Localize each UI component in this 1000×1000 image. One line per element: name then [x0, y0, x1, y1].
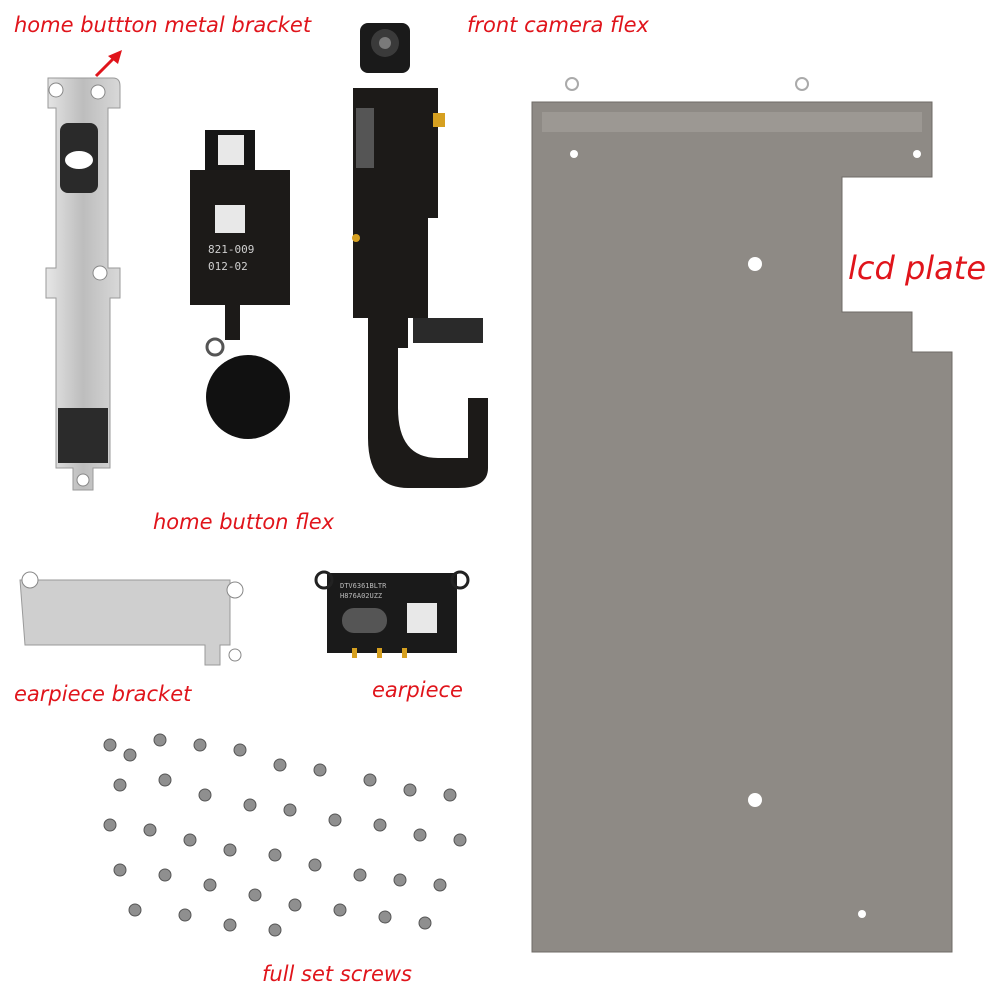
earpiece-bracket-image — [19, 571, 244, 666]
home-button-metal-bracket-image — [45, 77, 121, 491]
earpiece-code-1: DTV6361BLTR — [340, 582, 387, 590]
home-button-flex-image: 821-009 012-02 — [190, 130, 290, 439]
home-flex-code-2: 012-02 — [208, 260, 248, 273]
lcd-plate-image — [531, 77, 953, 953]
earpiece-image: DTV6361BLTR H876A02UZZ — [314, 570, 470, 658]
label-home-button-metal-bracket: home buttton metal bracket — [14, 13, 312, 37]
front-camera-flex-image — [352, 23, 488, 488]
label-earpiece-bracket: earpiece bracket — [14, 682, 192, 706]
home-flex-code-1: 821-009 — [208, 243, 254, 256]
label-lcd-plate: lcd plate — [848, 249, 987, 287]
label-home-button-flex: home button flex — [153, 510, 335, 534]
screws-image — [103, 733, 467, 937]
label-earpiece: earpiece — [372, 678, 463, 702]
earpiece-code-2: H876A02UZZ — [340, 592, 382, 600]
arrow-icon — [94, 50, 122, 78]
label-front-camera-flex: front camera flex — [467, 13, 649, 37]
label-full-set-screws: full set screws — [262, 962, 412, 986]
